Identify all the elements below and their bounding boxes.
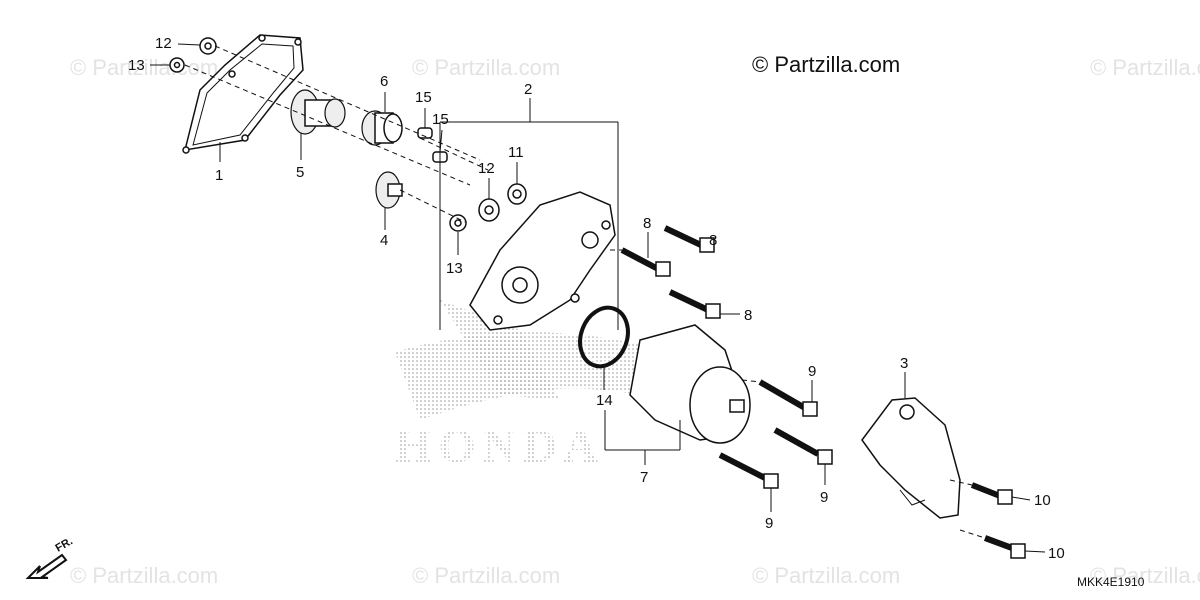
callout-10: 10: [1048, 545, 1065, 562]
front-label: FR.: [54, 535, 75, 554]
copyright-text: © Partzilla.com: [752, 52, 900, 77]
callout-6: 6: [380, 73, 388, 90]
callout-9: 9: [820, 489, 828, 506]
callout-5: 5: [296, 164, 304, 181]
watermark-text: © Partzilla.com: [70, 55, 218, 80]
part-8-bolt: [620, 247, 671, 277]
part-1-gasket: [182, 34, 304, 154]
watermark-text: © Partzilla.com: [70, 563, 218, 588]
watermark-text: © Partzilla.com: [412, 55, 560, 80]
callout-11: 11: [508, 144, 524, 161]
part-10-bolt: [983, 535, 1026, 559]
callout-7: 7: [640, 469, 648, 486]
callout-1: 1: [215, 167, 223, 184]
callout-14: 14: [596, 392, 613, 409]
part-5-gear: [290, 89, 346, 135]
watermark-text: © Partzilla.com: [752, 563, 900, 588]
callout-12: 12: [155, 35, 172, 52]
callout-4: 4: [380, 232, 388, 249]
callout-8: 8: [709, 232, 717, 249]
callout-8: 8: [744, 307, 752, 324]
part-9-bolt: [718, 452, 779, 489]
callout-12: 12: [478, 160, 495, 177]
callout-9: 9: [765, 515, 773, 532]
part-9-bolt: [773, 427, 833, 465]
part-9-bolt: [758, 379, 818, 417]
part-10-bolt: [970, 482, 1013, 505]
part-3-cover: [861, 397, 961, 519]
callout-3: 3: [900, 355, 908, 372]
part-4-gear: [375, 171, 403, 209]
part-7-motor: [629, 324, 751, 444]
part-14-o-ring: [578, 305, 630, 369]
honda-logo-text: HONDA: [395, 420, 604, 473]
callout-labels: 12 13 1 5 6 4 15 15 2 12 11 13 8 8 8 9 9…: [128, 35, 1065, 562]
front-direction-arrow: FR.: [25, 535, 75, 579]
honda-wing-logo: HONDA: [395, 300, 690, 473]
callout-13: 13: [128, 57, 145, 74]
watermark-text: © Partzilla.com: [1090, 563, 1200, 588]
callout-10: 10: [1034, 492, 1051, 509]
callout-15: 15: [415, 89, 432, 106]
leader-lines: [150, 43, 1046, 553]
callout-bracket-7: [604, 410, 681, 465]
part-8-bolt: [663, 225, 715, 253]
callout-bracket-2: [439, 98, 619, 330]
part-6-gear: [361, 110, 403, 146]
watermark-text: © Partzilla.com: [412, 563, 560, 588]
part-2-housing: [469, 191, 616, 331]
callout-8: 8: [643, 215, 651, 232]
assembly-lines: [184, 45, 986, 539]
callout-9: 9: [808, 363, 816, 380]
callout-15: 15: [432, 111, 449, 128]
callout-2: 2: [524, 81, 532, 98]
watermark-text: © Partzilla.com: [1090, 55, 1200, 80]
watermark-layer: © Partzilla.com © Partzilla.com © Partzi…: [70, 55, 1200, 588]
diagram-code: MKK4E1910: [1077, 575, 1145, 589]
callout-13: 13: [446, 260, 463, 277]
part-8-bolt: [668, 289, 721, 319]
